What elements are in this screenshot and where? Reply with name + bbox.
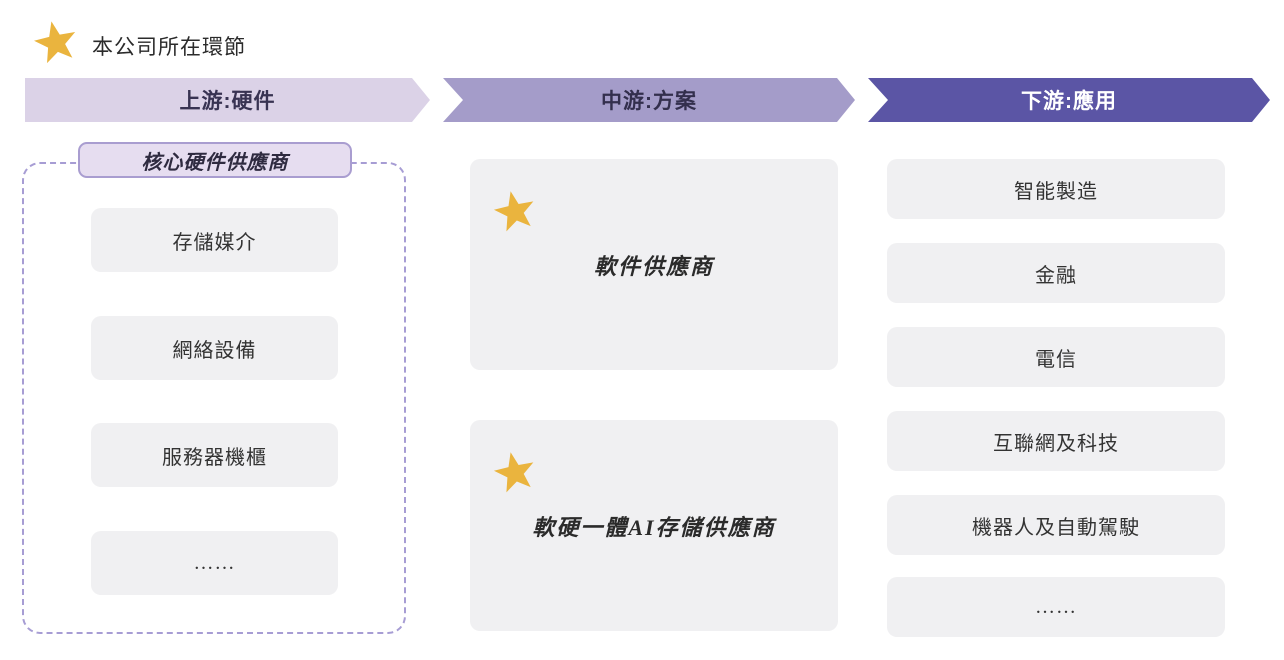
banner-upstream-label: 上游:硬件 <box>179 90 276 113</box>
downstream-item-label: 電信 <box>1035 348 1077 371</box>
midstream-card-label: 軟件供應商 <box>593 253 714 279</box>
downstream-item-internet-and-tech: 互聯網及科技 <box>887 411 1225 471</box>
upstream-item-network-equipment: 網絡設備 <box>91 316 338 380</box>
company-star-icon <box>34 21 76 64</box>
banner-downstream-label: 下游:應用 <box>1021 90 1117 113</box>
banner-midstream-label: 中游:方案 <box>601 90 697 113</box>
downstream-item-label: 金融 <box>1035 264 1077 287</box>
upstream-item-label: 網絡設備 <box>172 339 257 362</box>
upstream-item-storage-media: 存儲媒介 <box>91 208 338 272</box>
company-star-icon <box>493 191 534 232</box>
banner-downstream: 下游:應用 <box>868 78 1270 122</box>
downstream-item-ellipsis: …… <box>887 577 1225 637</box>
upstream-item-label: …… <box>193 551 236 574</box>
downstream-item-label: 智能製造 <box>1014 180 1098 203</box>
downstream-item-label: 互聯網及科技 <box>993 432 1119 455</box>
midstream-card-label: 軟硬一體AI存儲供應商 <box>532 514 776 540</box>
downstream-item-finance: 金融 <box>887 243 1225 303</box>
banner-midstream: 中游:方案 <box>443 78 855 122</box>
upstream-item-label: 存儲媒介 <box>172 231 257 254</box>
downstream-item-telecom: 電信 <box>887 327 1225 387</box>
upstream-group-label: 核心硬件供應商 <box>78 142 352 178</box>
downstream-item-label: …… <box>1035 595 1077 618</box>
company-star-icon <box>493 452 534 493</box>
midstream-card-software-provider: 軟件供應商 <box>470 159 838 370</box>
downstream-item-smart-manufacturing: 智能製造 <box>887 159 1225 219</box>
banner-upstream: 上游:硬件 <box>25 78 430 122</box>
upstream-item-ellipsis: …… <box>91 531 338 595</box>
downstream-item-label: 機器人及自動駕駛 <box>972 516 1140 539</box>
midstream-card-integrated-ai-storage-provider: 軟硬一體AI存儲供應商 <box>470 420 838 631</box>
upstream-item-label: 服務器機櫃 <box>162 446 267 469</box>
upstream-item-server-racks: 服務器機櫃 <box>91 423 338 487</box>
legend-label: 本公司所在環節 <box>92 35 246 59</box>
downstream-item-robotics-autonomous-driving: 機器人及自動駕駛 <box>887 495 1225 555</box>
